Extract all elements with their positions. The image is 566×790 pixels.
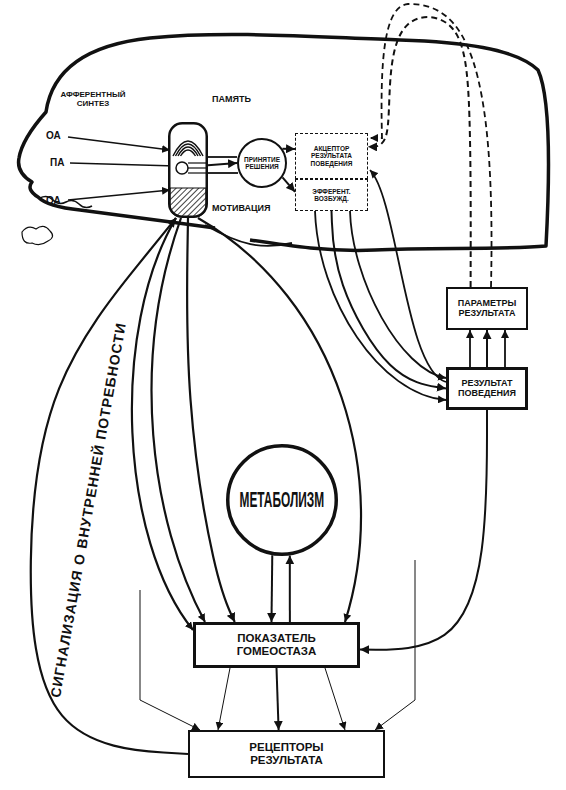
node-text: АФФЕРЕНТНЫЙ СИНТЕЗ <box>54 91 132 109</box>
afferent-label: ПА <box>50 157 64 168</box>
thin-line <box>140 590 200 730</box>
result-receptors-box: РЕЦЕПТОРЫ РЕЗУЛЬТАТА <box>188 730 385 778</box>
circle-outline <box>238 139 286 187</box>
pathway-line <box>208 172 238 174</box>
connector-arrow <box>187 218 235 622</box>
node-text: ЭФФЕРЕНТ. ВОЗБУЖД. <box>302 188 362 202</box>
node-text: АКЦЕПТОР РЕЗУЛЬТАТА ПОВЕДЕНИЯ <box>298 145 366 166</box>
thin-lines <box>140 560 415 730</box>
metabolism-circle: МЕТАБОЛИЗМ <box>226 444 338 556</box>
capsule-shape <box>168 122 208 218</box>
fiber-line <box>188 172 206 173</box>
capsule-outline <box>169 123 207 217</box>
fiber-line <box>188 167 206 168</box>
pathway-line <box>208 156 237 158</box>
afferent-inputs <box>68 137 176 200</box>
behaviour-result-box: РЕЗУЛЬТАТ ПОВЕДЕНИЯ <box>446 367 528 410</box>
breath-cloud <box>22 226 53 244</box>
afferent-label: ОА <box>46 130 61 141</box>
node-text: ПРИНЯТИЕ РЕШЕНИЯ <box>241 156 283 170</box>
pathway-line <box>504 330 506 367</box>
memory-arc <box>181 150 196 156</box>
memory-arc <box>173 141 203 156</box>
acceptor-box: АКЦЕПТОР РЕЗУЛЬТАТА ПОВЕДЕНИЯ <box>295 133 368 179</box>
pathway-loop <box>205 225 292 246</box>
connector-arrow <box>282 148 295 150</box>
connector-arrow <box>486 330 488 367</box>
connector-arrow <box>208 163 237 165</box>
pathway-line <box>350 211 446 378</box>
pathway-line <box>469 330 471 367</box>
result-parameters-box: ПАРАМЕТРЫ РЕЗУЛЬТАТА <box>446 287 528 330</box>
connector-arrow <box>289 555 291 622</box>
input-line <box>70 163 176 166</box>
efferent-box: ЭФФЕРЕНТ. ВОЗБУЖД. <box>295 179 368 211</box>
thin-line <box>325 668 345 730</box>
connector-arrow <box>332 211 447 389</box>
motivation-hatch <box>170 188 206 217</box>
connector-arrow <box>282 177 295 191</box>
node-text: РЕЦЕПТОРЫ РЕЗУЛЬТАТА <box>217 741 357 766</box>
connector-arrow <box>31 218 188 754</box>
pathway-line <box>198 218 361 622</box>
connector-arrow <box>360 410 487 650</box>
connectors <box>31 17 487 754</box>
node-text: ПАРАМЕТРЫ РЕЗУЛЬТАТА <box>449 299 525 319</box>
thin-line <box>375 560 415 730</box>
decision-circle: ПРИНЯТИЕ РЕШЕНИЯ <box>237 138 287 188</box>
pathway-line <box>152 218 205 622</box>
fiber-line <box>188 162 206 163</box>
homeostasis-box: ПОКАЗАТЕЛЬ ГОМЕОСТАЗА <box>193 622 360 668</box>
afferent-label: ОА <box>46 195 61 206</box>
node-text: МЕТАБОЛИЗМ <box>240 488 325 513</box>
input-line <box>68 137 170 150</box>
connector-arrow <box>368 17 471 287</box>
node-text: МОТИВАЦИЯ <box>212 204 271 214</box>
feedback-dashed <box>370 4 492 287</box>
circle-outline <box>228 446 337 555</box>
head-outline <box>19 35 549 251</box>
pathway-line <box>370 170 446 382</box>
thin-line <box>218 668 230 730</box>
memory-arc <box>178 147 198 156</box>
pathway-line <box>315 211 446 400</box>
edge-label: СИГНАЛИЗАЦИЯ О ВНУТРЕННЕЙ ПОТРЕБНОСТИ <box>47 321 129 699</box>
memory-arc <box>176 144 201 156</box>
connector-arrow <box>277 668 279 730</box>
input-line <box>68 190 170 200</box>
situational-afferent-circle <box>176 162 188 174</box>
node-text: ПОКАЗАТЕЛЬ ГОМЕОСТАЗА <box>207 632 347 657</box>
connector-arrow <box>270 555 273 622</box>
afferent-synthesis-capsule: АФФЕРЕНТНЫЙ СИНТЕЗПАМЯТЬМОТИВАЦИЯ <box>168 122 208 218</box>
node-text: РЕЗУЛЬТАТ ПОВЕДЕНИЯ <box>449 379 525 399</box>
node-text: ПАМЯТЬ <box>212 95 251 105</box>
